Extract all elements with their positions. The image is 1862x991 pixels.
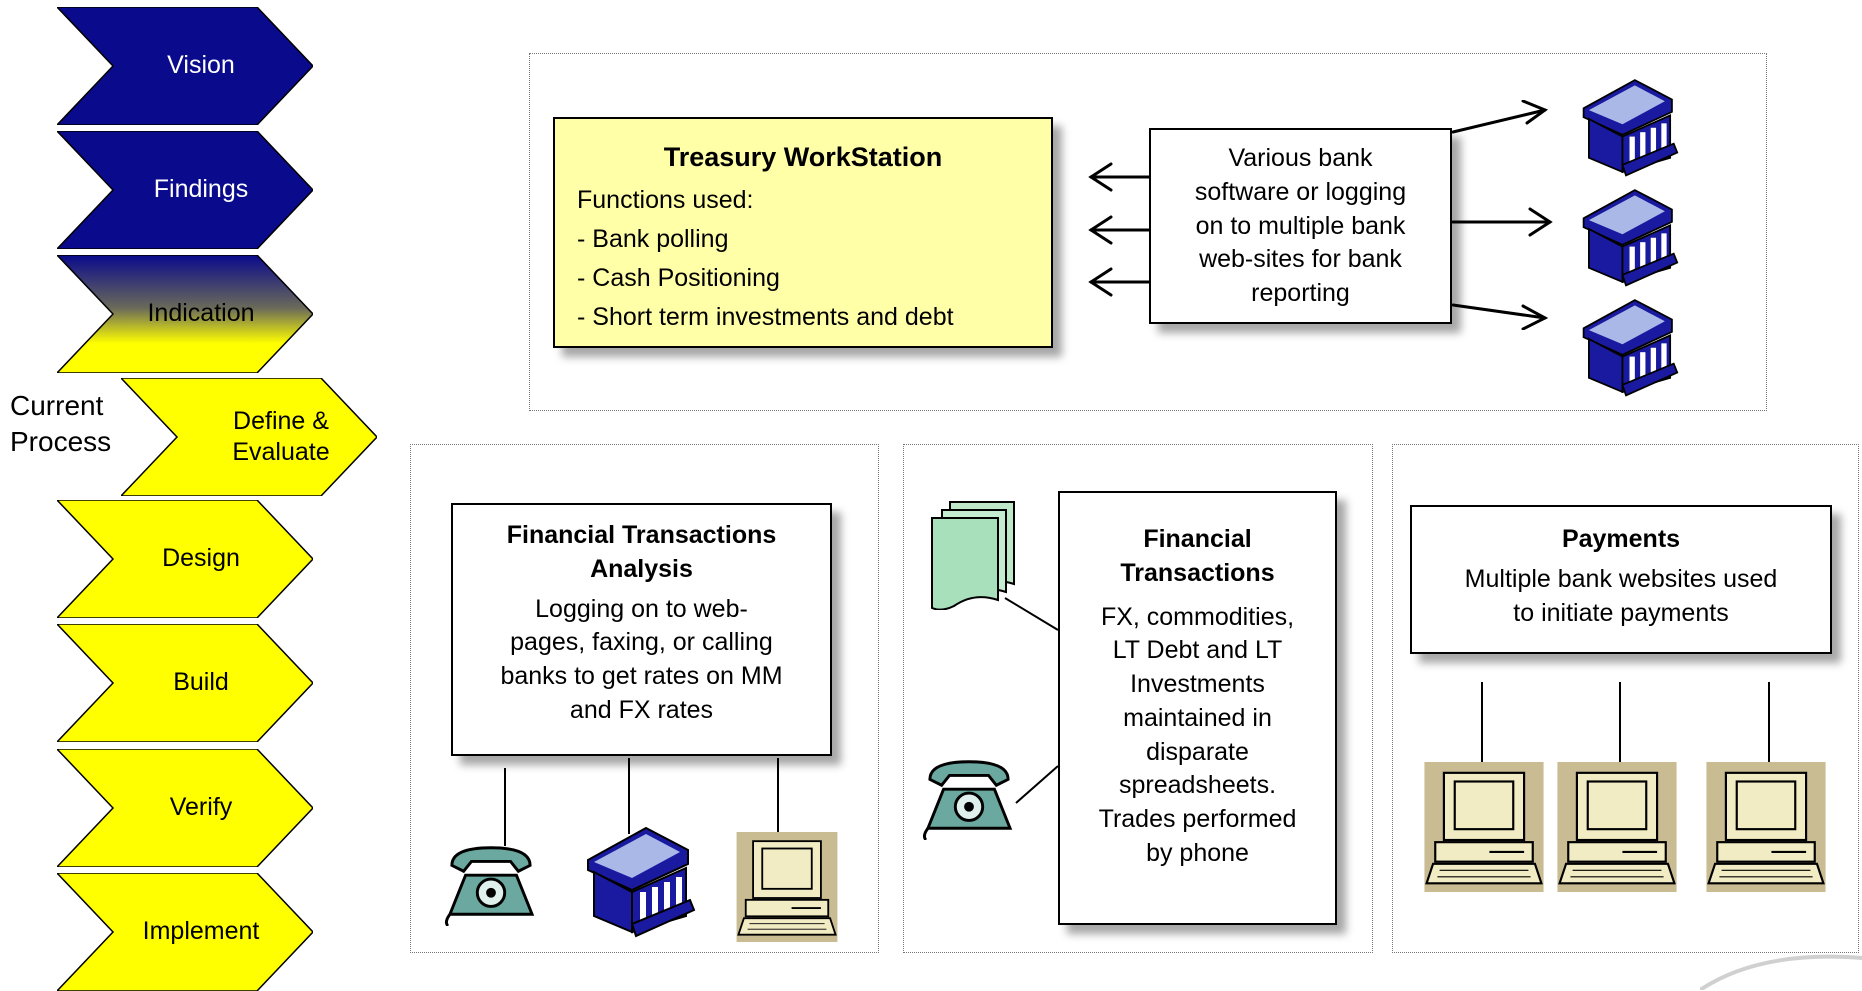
fta-body-line: banks to get rates on MM	[500, 662, 783, 690]
ft-panel	[903, 444, 1373, 953]
process-step-label: Verify	[169, 793, 233, 822]
process-step-label: Define & Evaluate	[232, 406, 330, 466]
process-step-label: Vision	[167, 51, 235, 80]
current-label-line: Current	[10, 390, 104, 421]
treasury-item: - Cash Positioning	[577, 263, 780, 292]
payments-panel	[1392, 444, 1859, 953]
computer-icon	[1702, 762, 1830, 892]
process-step-label: Implement	[142, 917, 260, 946]
bank-icon	[1570, 73, 1682, 179]
ft-body-line: spreadsheets.	[1118, 771, 1277, 800]
ft-body-line: disparate	[1146, 737, 1249, 766]
fta-body-line: Logging on to web-	[535, 594, 748, 623]
bank-icon	[1570, 293, 1682, 399]
spreadsheet-icon	[931, 501, 1015, 610]
computer-icon	[732, 832, 842, 942]
telephone-icon	[920, 752, 1018, 840]
fta-panel	[410, 444, 879, 953]
payments-connectors	[1481, 682, 1770, 766]
process-step-vision[interactable]: Vision	[57, 7, 313, 125]
computer-icon	[1553, 762, 1681, 892]
chevron-shape	[57, 255, 313, 373]
current-process-label: Current Process	[10, 388, 111, 461]
fta-title-line: Analysis	[590, 554, 693, 583]
process-step-label: Indication	[147, 299, 255, 328]
fta-body-line: and FX rates	[569, 695, 714, 724]
flow-arrows	[1088, 100, 1553, 330]
ft-body-line: Investments	[1130, 670, 1265, 698]
arrow-icon	[1088, 267, 1113, 297]
chevron-shape	[57, 873, 313, 991]
process-step-label: Design	[162, 544, 240, 573]
fta-title-line: Financial Transactions	[506, 521, 777, 549]
treasury-subtitle: Functions used:	[577, 186, 754, 215]
process-step-label: Findings	[153, 175, 249, 204]
current-label-line: Process	[10, 426, 112, 458]
bank-software-line: Various bank	[1228, 144, 1373, 172]
process-step-design[interactable]: Design	[57, 500, 313, 618]
payments-title: Payments	[1561, 525, 1681, 553]
process-step-label: Build	[173, 668, 229, 697]
process-step-verify[interactable]: Verify	[57, 749, 313, 867]
treasury-workstation-box: Treasury WorkStation Functions used: - B…	[553, 117, 1053, 348]
treasury-item: - Short term investments and debt	[577, 302, 954, 331]
bank-software-line: on to multiple bank	[1195, 211, 1406, 240]
process-step-implement[interactable]: Implement	[57, 873, 313, 991]
arrow-icon	[1521, 100, 1549, 125]
process-step-indication[interactable]: Indication	[57, 255, 313, 373]
ft-connectors	[1004, 597, 1059, 804]
payments-body-line: Multiple bank websites used	[1464, 564, 1778, 593]
ft-body-line: LT Debt and LT	[1112, 636, 1283, 665]
computer-icon	[1420, 762, 1548, 892]
ft-body-line: maintained in	[1123, 703, 1272, 732]
bank-icon	[576, 820, 696, 940]
fta-connectors	[504, 758, 779, 846]
ft-title-line: Financial	[1143, 525, 1252, 553]
chevron-shape	[121, 378, 377, 496]
chevron-shape	[57, 500, 313, 618]
bank-software-line: web-sites for bank	[1199, 245, 1402, 274]
fta-box: Financial Transactions Analysis Logging …	[451, 503, 832, 756]
telephone-icon	[442, 838, 540, 926]
ft-body-line: by phone	[1146, 838, 1249, 867]
treasury-item: - Bank polling	[577, 225, 729, 254]
ft-box: Financial Transactions FX, commodities, …	[1058, 491, 1337, 925]
process-step-findings[interactable]: Findings	[57, 131, 313, 249]
payments-body-line: to initiate payments	[1513, 598, 1729, 627]
treasury-panel	[529, 53, 1767, 411]
arrow-icon	[1088, 162, 1113, 192]
bank-icon	[1570, 183, 1682, 289]
bank-software-line: software or logging	[1194, 177, 1407, 206]
arrow-icon	[1528, 207, 1553, 237]
arrow-icon	[1451, 303, 1547, 320]
ft-body-line: FX, commodities,	[1100, 602, 1295, 631]
bank-software-line: reporting	[1251, 279, 1350, 307]
arrow-icon	[1451, 108, 1547, 134]
fta-body-line: pages, faxing, or calling	[510, 628, 773, 657]
chevron-shape	[57, 7, 313, 125]
payments-box: Payments Multiple bank websites used to …	[1410, 505, 1832, 654]
chevron-shape	[57, 624, 313, 742]
bank-software-box: Various bank software or logging on to m…	[1149, 128, 1452, 324]
process-step-build[interactable]: Build	[57, 624, 313, 742]
decorative-arc	[1700, 954, 1862, 990]
chevron-shape	[57, 131, 313, 249]
chevron-shape	[57, 749, 313, 867]
ft-body-line: Trades performed	[1098, 805, 1297, 833]
arrow-icon	[1088, 215, 1113, 245]
treasury-title: Treasury WorkStation	[663, 142, 943, 172]
arrow-icon	[1521, 304, 1549, 330]
ft-title-line: Transactions	[1120, 558, 1275, 587]
process-step-define-evaluate[interactable]: Define & Evaluate	[121, 378, 377, 496]
